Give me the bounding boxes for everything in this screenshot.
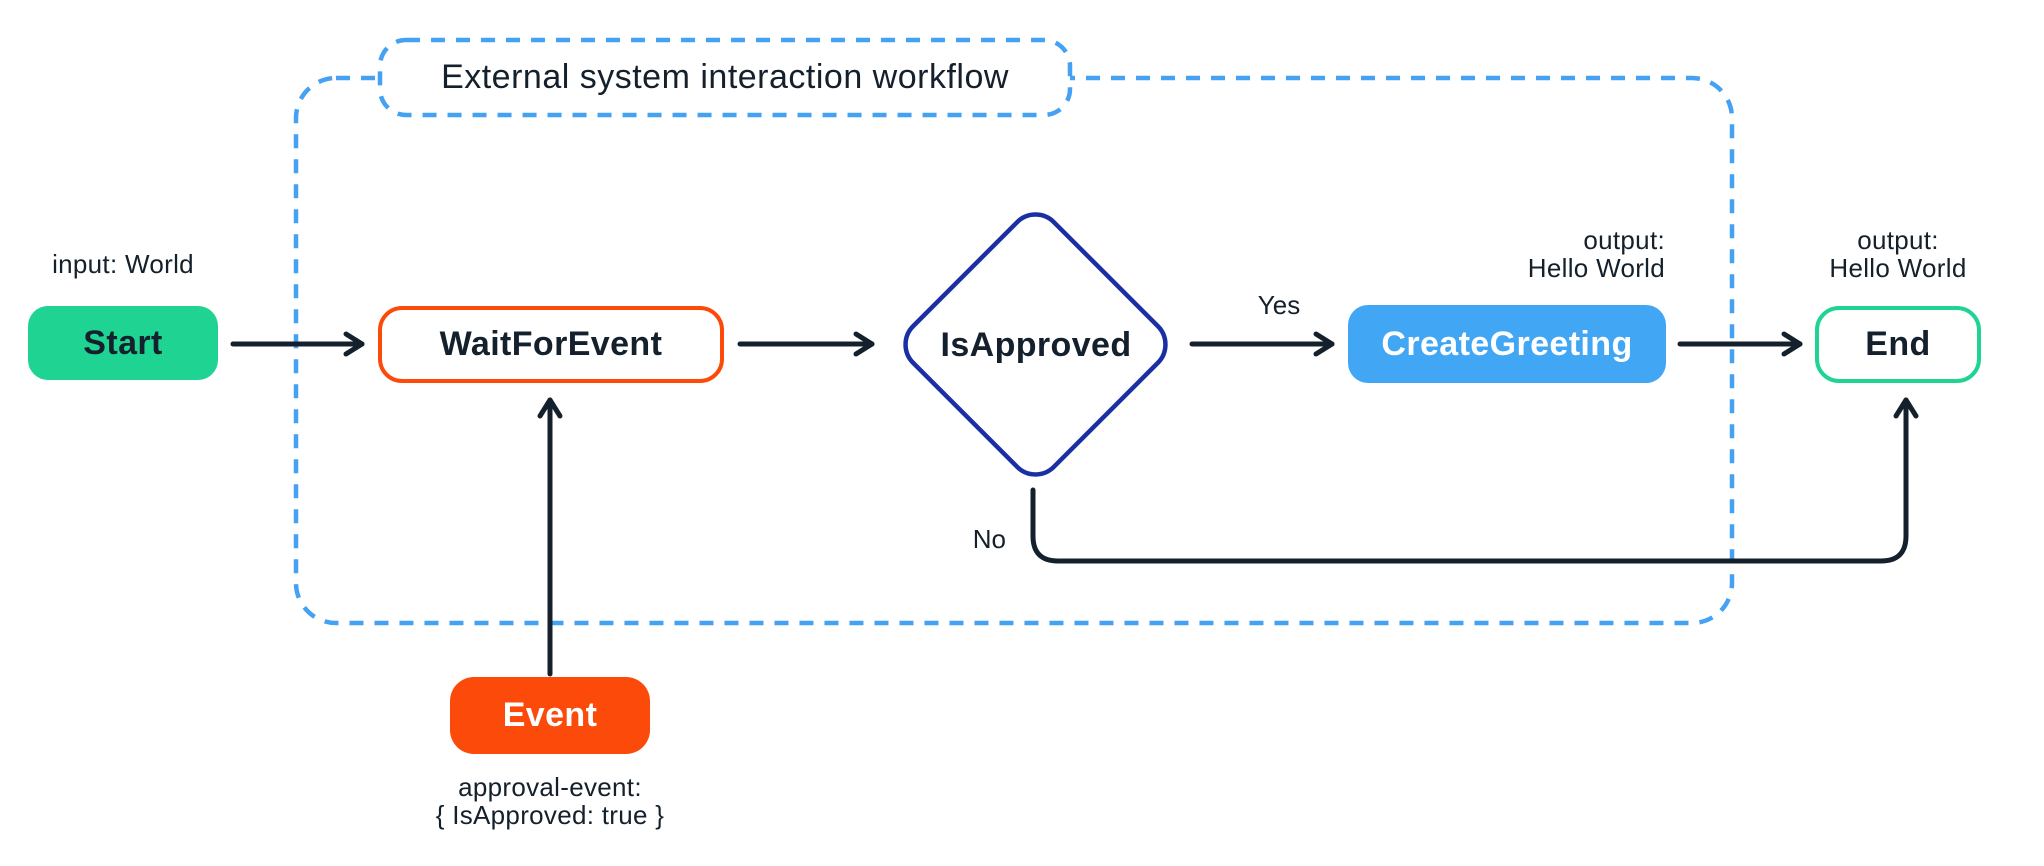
event-payload-line1: approval-event: <box>458 772 642 802</box>
edge-decision-no-to-end <box>1030 397 1919 564</box>
end-output-line1: output: <box>1857 225 1939 255</box>
event-node: Event <box>450 677 650 754</box>
create-greeting-node: CreateGreeting <box>1348 305 1666 383</box>
end-output-line2: Hello World <box>1829 253 1967 283</box>
event-payload-line2: { IsApproved: true } <box>435 800 665 830</box>
end-output-annotation: output: Hello World <box>1800 226 1996 282</box>
wait-for-event-node: WaitForEvent <box>378 306 724 383</box>
workflow-title: External system interaction workflow <box>441 58 1009 96</box>
no-edge-label: No <box>972 524 1006 554</box>
start-input-annotation: input: World <box>52 249 194 279</box>
yes-edge-label: Yes <box>1257 290 1301 320</box>
create-greeting-output-line1: output: <box>1583 225 1665 255</box>
decision-diamond-shape <box>903 212 1168 477</box>
event-payload-annotation: approval-event: { IsApproved: true } <box>390 773 710 829</box>
workflow-title-box <box>377 37 1073 118</box>
is-approved-decision-label: IsApproved <box>940 326 1132 364</box>
start-node: Start <box>28 306 218 380</box>
create-greeting-output-line2: Hello World <box>1527 253 1665 283</box>
create-greeting-output-annotation: output: Hello World <box>1440 226 1665 282</box>
end-node: End <box>1815 306 1981 383</box>
